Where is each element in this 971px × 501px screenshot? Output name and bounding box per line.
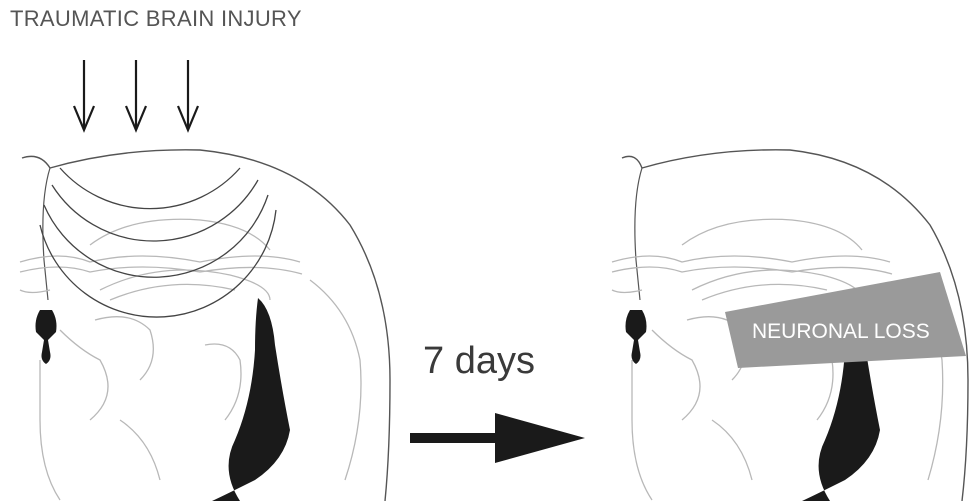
internal-structures-left: [20, 219, 361, 500]
down-arrow-icon: [126, 60, 146, 130]
time-interval-label: 7 days: [423, 340, 535, 383]
midline-left: [43, 168, 50, 300]
injury-label: TRAUMATIC BRAIN INJURY: [10, 6, 302, 32]
brain-section-injury: [20, 60, 390, 501]
midline-right: [635, 168, 642, 300]
down-arrow-icon: [74, 60, 94, 130]
neuronal-loss-label: NEURONAL LOSS: [752, 320, 930, 344]
impact-rings: [40, 168, 276, 317]
right-arrow-icon: [410, 413, 585, 463]
midline-ventricle-right: [626, 310, 647, 364]
lateral-ventricle-left: [212, 298, 290, 501]
brain-outline-left: [22, 150, 390, 501]
midline-ventricle-left: [36, 310, 57, 364]
down-arrow-icon: [178, 60, 198, 130]
